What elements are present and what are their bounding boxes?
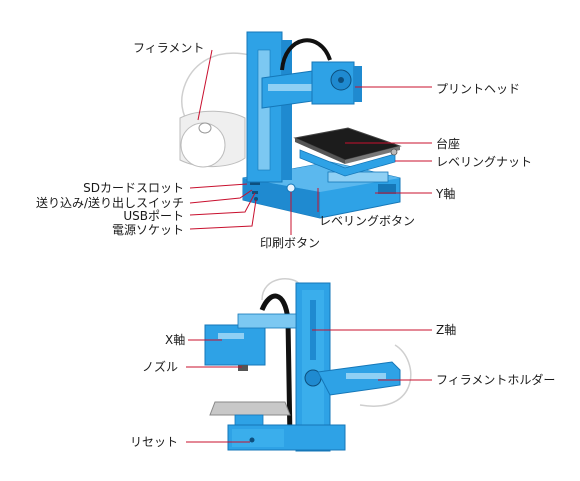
label-filament: フィラメント: [133, 41, 205, 55]
label-leveling-nut: レベリングナット: [436, 155, 533, 169]
bottom-x-arm-top: [237, 313, 297, 329]
filament-spool-hole: [198, 122, 212, 134]
bed-support: [299, 149, 396, 177]
bottom-z-column-front: [302, 290, 324, 440]
bottom-bed: [209, 401, 291, 416]
print-bed-edge: [295, 138, 345, 164]
label-usb-port: USBポート: [123, 209, 184, 223]
label-feed-button: 送り込み/送り出しスイッチ: [35, 196, 184, 210]
leader-feed-button: [189, 189, 253, 204]
sd-slot-shape: [250, 182, 260, 185]
usb-port-shape: [252, 191, 258, 194]
bottom-x-arm-slot: [218, 333, 244, 339]
label-print-head: プリントヘッド: [436, 82, 521, 96]
leveling-nut-shape: [390, 148, 398, 156]
y-axis-rail: [327, 171, 389, 183]
print-head-fan-hub: [338, 77, 344, 83]
label-y-axis: Y軸: [436, 187, 456, 201]
y-axis-slot: [378, 184, 396, 194]
label-x-axis: X軸: [165, 333, 186, 347]
print-button-shape: [286, 183, 296, 193]
label-leveling-button: レベリングボタン: [319, 214, 416, 228]
bottom-x-arm: [204, 324, 266, 366]
label-nozzle: ノズル: [142, 360, 179, 374]
bottom-printer-illustration: [204, 278, 412, 452]
x-arm-rail: [268, 84, 316, 91]
label-filament-holder: フィラメントホルダー: [436, 373, 556, 387]
filament-holder-arc: [359, 344, 412, 407]
bottom-base-front: [232, 429, 284, 447]
top-printer-illustration: [179, 31, 402, 219]
z-column-side: [282, 40, 292, 180]
label-bed: 台座: [436, 137, 461, 151]
power-socket-shape: [254, 197, 258, 201]
label-print-button: 印刷ボタン: [260, 236, 321, 250]
leader-lines: [186, 49, 432, 443]
filament-holder-slot: [346, 373, 386, 379]
z-column-rail: [257, 49, 271, 171]
label-z-axis: Z軸: [436, 323, 457, 337]
label-sd-slot: SDカードスロット: [83, 181, 184, 195]
label-reset: リセット: [130, 435, 179, 449]
leader-filament: [197, 49, 213, 121]
reset-button-shape: [249, 437, 255, 443]
leader-sd-slot: [189, 183, 248, 189]
base-front: [243, 178, 320, 218]
leader-usb-port: [189, 192, 256, 216]
label-power-socket: 電源ソケット: [111, 223, 184, 237]
leader-power-socket: [189, 199, 257, 230]
print-bed-edge-right: [345, 146, 400, 164]
print-head-cable: [280, 38, 332, 71]
print-head-side: [354, 66, 362, 102]
bottom-nozzle: [238, 365, 248, 371]
